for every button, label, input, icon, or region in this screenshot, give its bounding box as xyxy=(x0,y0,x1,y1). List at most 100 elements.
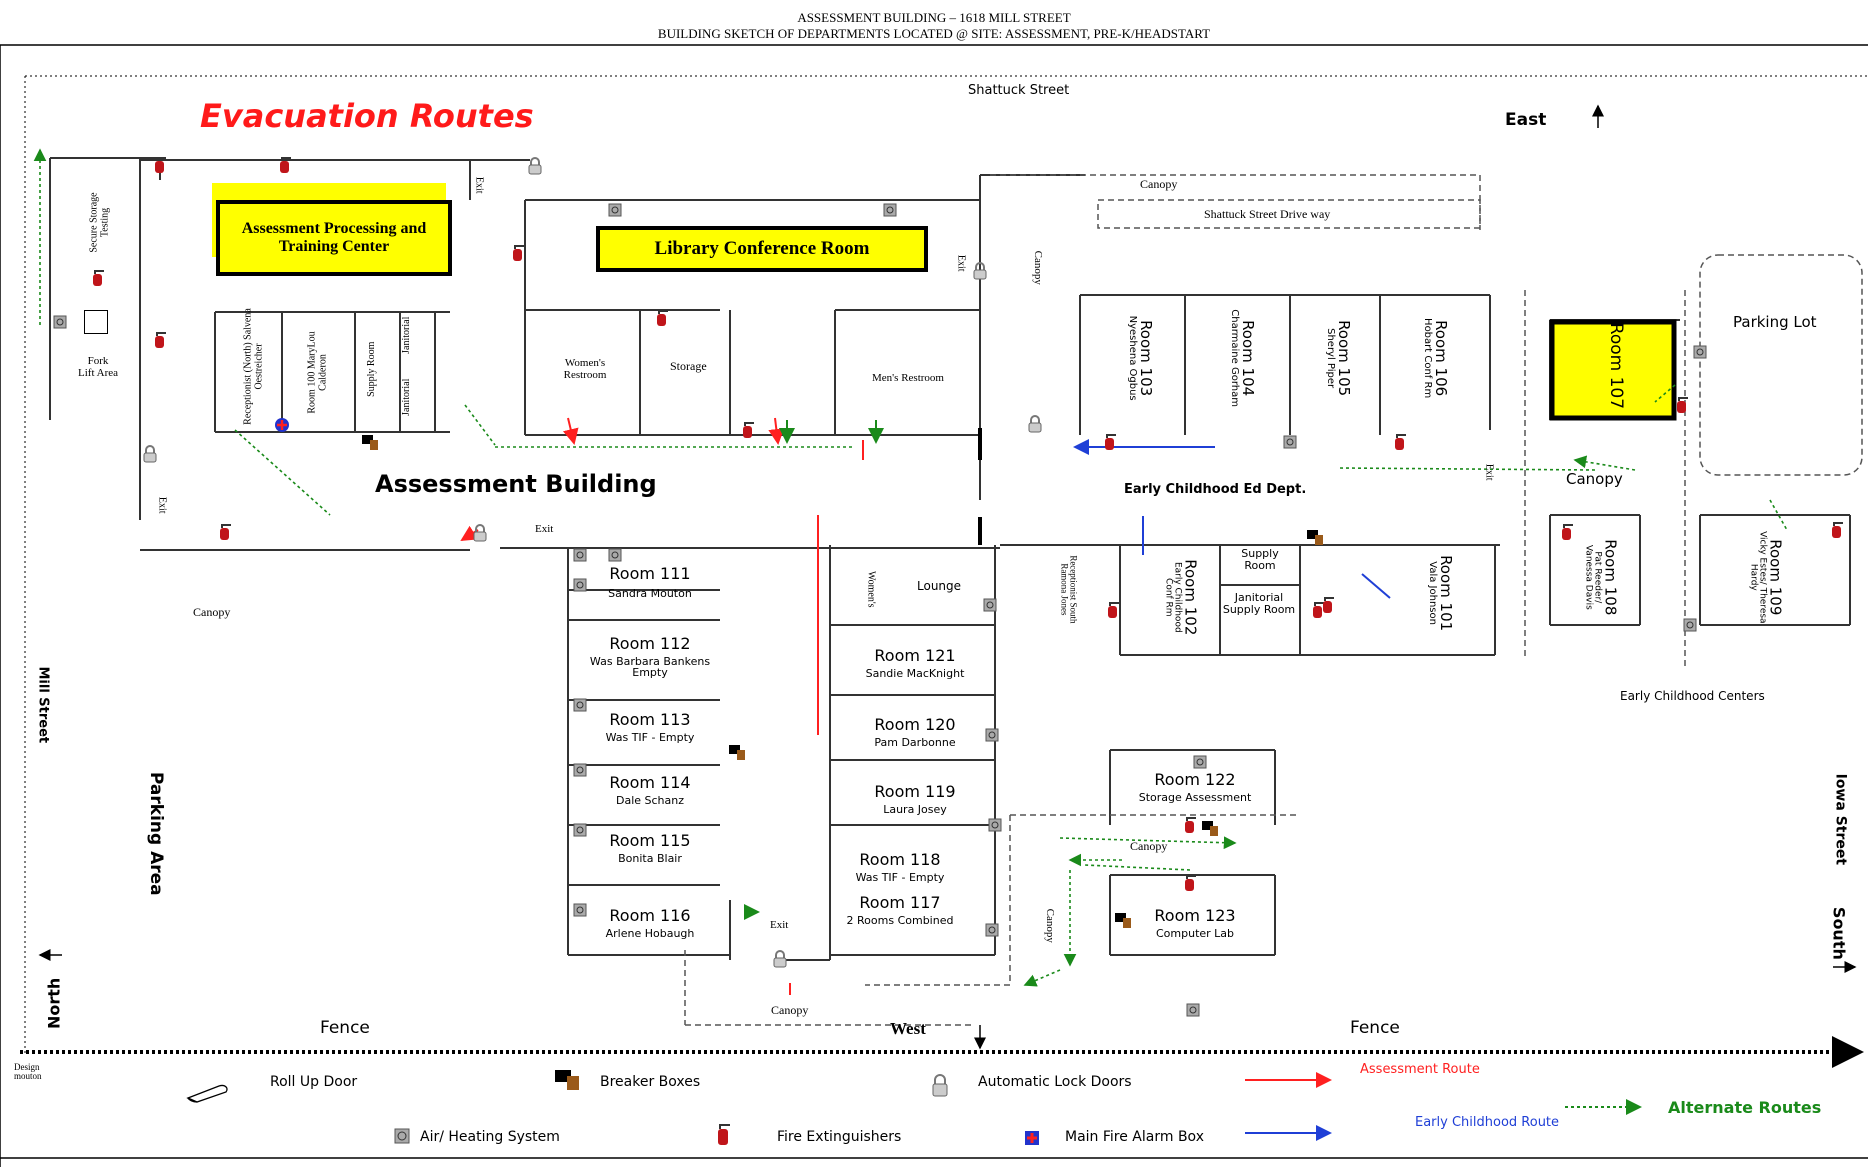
header-line-2: BUILDING SKETCH OF DEPARTMENTS LOCATED @… xyxy=(657,26,1211,41)
air-heating-icon xyxy=(1683,618,1697,632)
exit-label-6: Exit xyxy=(1483,463,1495,481)
breaker-box-icon xyxy=(1202,821,1218,836)
room-118-occ: Was TIF - Empty xyxy=(855,870,945,884)
breaker-box-icon xyxy=(729,745,745,760)
room-102: Room 102 Early Childhood Conf Rm xyxy=(1163,557,1199,637)
room-119-occ: Laura Josey xyxy=(883,802,947,816)
fire-extinguisher-icon xyxy=(743,422,754,438)
parking-area-label: Parking Area xyxy=(145,771,166,896)
lock-icon xyxy=(473,524,487,542)
room-109: Room 109 Vicky Estes/ Theresa Hardy xyxy=(1748,527,1785,627)
canopy-vertical-2-label: Canopy xyxy=(1043,908,1056,943)
room-122: Room 122 Storage Assessment xyxy=(1120,771,1270,803)
air-heating-icon xyxy=(608,203,622,217)
room-104-occ: Charmaine Gorham xyxy=(1229,309,1241,407)
lock-icon xyxy=(773,950,787,968)
room-112: Room 112 Was Barbara Bankens Empty xyxy=(572,635,728,679)
air-heating-icon xyxy=(573,578,587,592)
compass-west: West xyxy=(890,1019,926,1038)
room-108-occ: Pat Reeder/ Vanessa Davis xyxy=(1583,544,1603,610)
legend-early-route: Early Childhood Route xyxy=(1415,1115,1560,1130)
design-credit: Design mouton xyxy=(14,1062,42,1082)
room-121: Room 121 Sandie MacKnight xyxy=(845,646,985,679)
canopy-right-label: Canopy xyxy=(1566,470,1623,488)
room-109-name: Room 109 xyxy=(1766,539,1785,616)
site-boundary xyxy=(24,75,1868,1055)
supply-room-label: Supply Room xyxy=(365,341,377,397)
room-119-name: Room 119 xyxy=(874,782,956,801)
early-childhood-dept-label: Early Childhood Ed Dept. xyxy=(1124,482,1307,497)
room-117: Room 117 2 Rooms Combined xyxy=(830,894,970,927)
legend-fire-extinguishers: Fire Extinguishers xyxy=(777,1129,902,1145)
breaker-box-icon xyxy=(1307,530,1323,545)
storage-label: Storage xyxy=(670,359,707,373)
room-102-occ: Early Childhood Conf Rm xyxy=(1163,561,1183,633)
womens-restroom-label: Women's Restroom xyxy=(563,357,607,381)
fire-extinguisher-icon xyxy=(1108,602,1119,618)
fork-lift-label: Fork Lift Area xyxy=(78,355,119,379)
building-walls xyxy=(49,157,1851,961)
fire-extinguisher-icon xyxy=(1562,524,1573,540)
room-111: Room 111 Sandra Mouton xyxy=(580,564,720,600)
room-111-name: Room 111 xyxy=(609,564,691,583)
lock-icon xyxy=(143,445,157,463)
fire-extinguisher-icon xyxy=(657,310,668,326)
secure-storage-label: Secure Storage Testing xyxy=(88,192,111,253)
street-right: Iowa Street xyxy=(1832,773,1849,866)
parking-lot-label: Parking Lot xyxy=(1733,313,1817,331)
room-106-occ: Hobart Conf Rm xyxy=(1422,318,1434,399)
room-103: Room 103 Nyeshena Ogbus xyxy=(1127,308,1155,408)
air-heating-icon xyxy=(1186,1003,1200,1017)
legend-air-heating: Air/ Heating System xyxy=(420,1129,560,1145)
air-heating-icon xyxy=(573,823,587,837)
room-113: Room 113 Was TIF - Empty xyxy=(580,710,720,743)
room-121-name: Room 121 xyxy=(874,646,956,665)
air-heating-icon xyxy=(394,1128,410,1144)
room-111-occ: Sandra Mouton xyxy=(608,586,692,600)
room-106: Room 106 Hobart Conf Rm xyxy=(1422,308,1451,408)
outer-border xyxy=(0,44,1868,1167)
room-106-name: Room 106 xyxy=(1432,320,1451,397)
exit-label-4: Exit xyxy=(473,176,485,194)
fire-extinguisher-icon xyxy=(220,524,231,540)
lock-icon xyxy=(932,1074,948,1097)
room-103-occ: Nyeshena Ogbus xyxy=(1127,315,1139,401)
room-115: Room 115 Bonita Blair xyxy=(580,831,720,864)
receptionist-north-label: Receptionist (North) Salvena Oestreicher xyxy=(242,308,265,425)
early-childhood-route-lines xyxy=(1073,439,1391,599)
air-heating-icon xyxy=(985,728,999,742)
room-115-name: Room 115 xyxy=(609,831,691,850)
air-heating-icon xyxy=(983,598,997,612)
room-117-occ: 2 Rooms Combined xyxy=(846,913,954,927)
fire-extinguisher-icon xyxy=(155,157,166,173)
air-heating-icon xyxy=(573,903,587,917)
exit-label-3: Exit xyxy=(156,496,168,514)
fire-extinguisher-icon xyxy=(1105,434,1116,450)
lock-icon xyxy=(528,157,542,175)
room-108-name: Room 108 xyxy=(1601,539,1620,616)
room-118-name: Room 118 xyxy=(859,850,941,869)
room-118: Room 118 Was TIF - Empty xyxy=(830,850,970,884)
fire-alarm-icon xyxy=(275,418,289,432)
street-left: Mill Street xyxy=(35,666,51,744)
lounge-label: Lounge xyxy=(917,579,962,593)
room-113-name: Room 113 xyxy=(609,710,691,729)
canopy-bottom-label: Canopy xyxy=(771,1003,809,1017)
room-123: Room 123 Computer Lab xyxy=(1125,907,1265,939)
air-heating-icon xyxy=(988,818,1002,832)
mens-restroom-label: Men's Restroom xyxy=(872,372,944,384)
fire-alarm-icon xyxy=(1025,1131,1039,1145)
exit-label-5: Exit xyxy=(955,254,967,272)
air-heating-icon xyxy=(573,548,587,562)
breaker-box-icon xyxy=(362,435,378,450)
room-101-name: Room 101 xyxy=(1437,555,1456,632)
roll-up-door-icon xyxy=(186,1084,228,1103)
room-105-occ: Sheryl Piper xyxy=(1325,328,1337,389)
room-120-occ: Pam Darbonne xyxy=(874,735,956,749)
fire-extinguisher-icon xyxy=(1185,875,1196,891)
womens-label: Women's xyxy=(865,570,877,608)
janitorial-supply-label: Janitorial Supply Room xyxy=(1222,591,1296,616)
room-119: Room 119 Laura Josey xyxy=(845,782,985,816)
air-heating-icon xyxy=(985,923,999,937)
